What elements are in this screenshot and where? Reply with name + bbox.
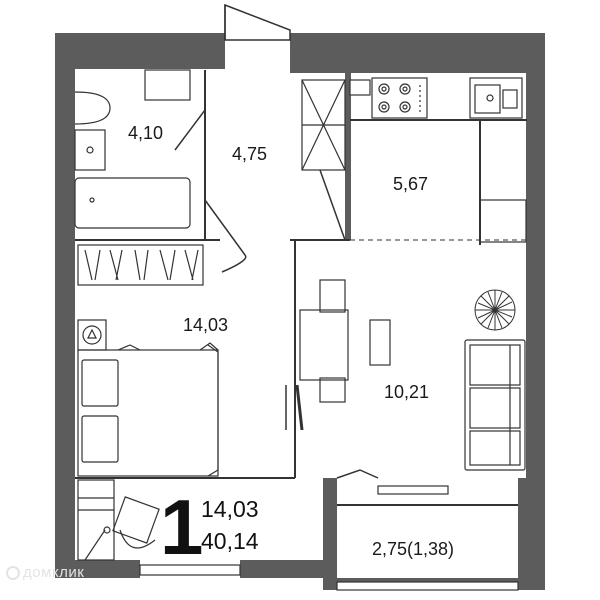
room-area-hall: 4,75 [232, 144, 268, 164]
kitchen-appliances [349, 77, 527, 243]
rooms-count: 1 [160, 483, 204, 571]
hall-closet [301, 79, 346, 171]
doors [174, 3, 379, 479]
watermark-logo-icon [6, 566, 20, 580]
bedroom-furniture [77, 244, 287, 561]
room-area-kitchen: 5,67 [393, 174, 429, 194]
windows [139, 485, 519, 591]
room-area-balcony: 2,75(1,38) [372, 539, 455, 559]
room-area-bedroom: 14,03 [183, 315, 229, 335]
room-area-living: 10,21 [384, 382, 430, 402]
room-area-bathroom: 4,10 [128, 123, 164, 143]
plant-icon [474, 289, 516, 331]
living-area-total: 14,03 [201, 496, 259, 522]
walls [55, 33, 545, 582]
watermark-text: домклик [23, 564, 85, 581]
living-furniture [299, 279, 526, 471]
total-area: 40,14 [201, 528, 259, 554]
bathroom-fixtures [74, 69, 191, 229]
watermark: домклик [6, 564, 84, 581]
